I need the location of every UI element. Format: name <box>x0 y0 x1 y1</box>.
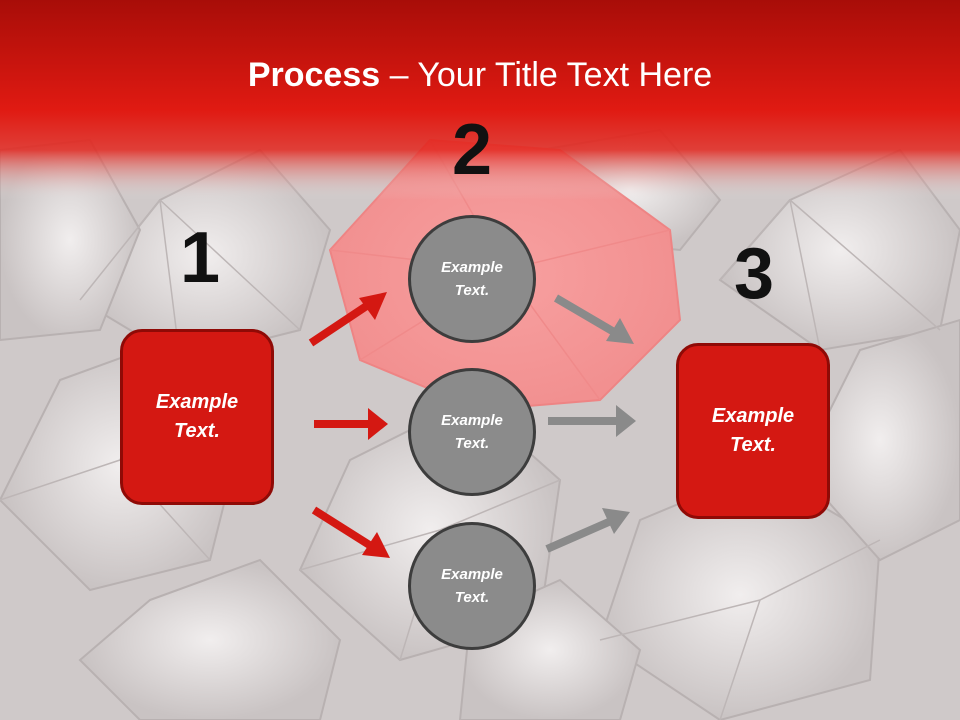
step-number-2: 2 <box>451 110 493 190</box>
right-box-line1: Example <box>711 405 795 427</box>
circle-top-line2: Text. <box>454 282 490 299</box>
circle-bottom-line2: Text. <box>454 589 490 606</box>
gray-arrow-down <box>553 294 634 344</box>
gray-arrow-up <box>545 508 630 553</box>
circle-middle-line2: Text. <box>454 435 490 452</box>
circle-top-line1: Example <box>441 259 503 276</box>
red-arrow-down <box>311 506 390 558</box>
circle-bottom-line1: Example <box>441 566 503 583</box>
title-rest: Your Title Text Here <box>417 56 713 94</box>
right-box-line2: Text. <box>730 434 776 456</box>
red-arrow-right <box>314 408 388 440</box>
left-box-line2: Text. <box>174 420 220 442</box>
circle-middle-line1: Example <box>441 412 503 429</box>
title-bold: Process <box>247 56 381 94</box>
page-title: Process – Your Title Text Here <box>0 52 960 98</box>
title-dash: – <box>380 56 418 94</box>
red-arrow-up <box>308 292 387 347</box>
step-number-1: 1 <box>179 218 221 298</box>
left-box-line1: Example <box>155 391 239 413</box>
gray-arrow-right <box>548 405 636 437</box>
step-number-3: 3 <box>733 234 775 314</box>
